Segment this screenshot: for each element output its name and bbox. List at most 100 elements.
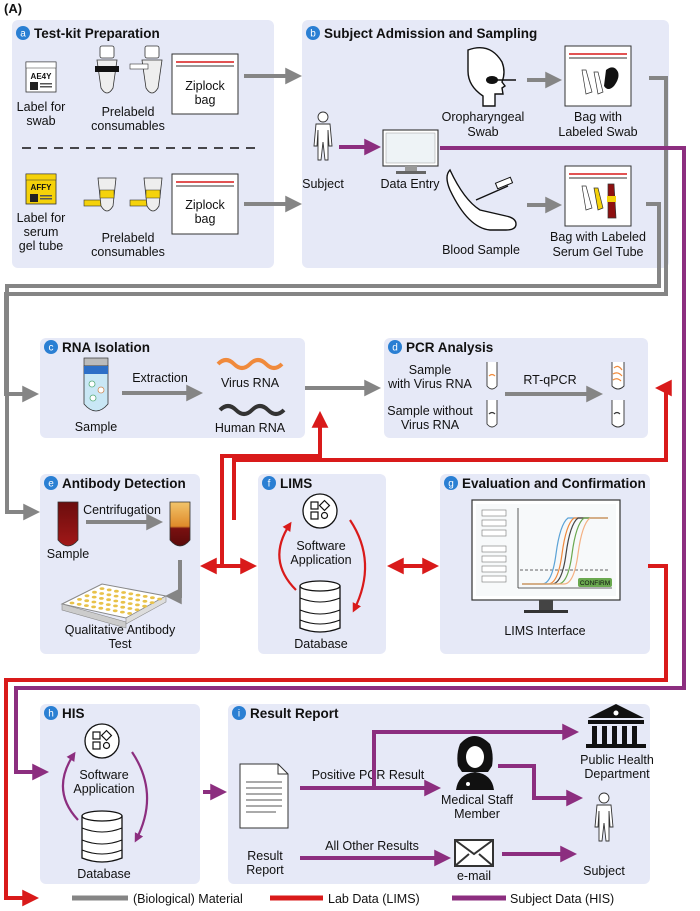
microplate-well: [120, 600, 126, 604]
ziplock-bag-icon-2: [171, 173, 239, 235]
serum-label-text-2: serum: [24, 225, 59, 239]
subject-text: Subject: [302, 177, 344, 191]
data-entry-monitor-icon: [382, 129, 439, 174]
serum-label-text-1: Label for: [17, 211, 66, 225]
microplate-well: [150, 596, 155, 600]
microplate-well: [157, 597, 163, 601]
title-g: Evaluation and Confirmation: [462, 476, 646, 491]
centrifugation-text: Centrifugation: [83, 503, 161, 517]
microplate-well: [127, 607, 133, 610]
public-health-building-icon: [586, 704, 646, 748]
microplate-well: [84, 599, 90, 603]
panel-c-title: c RNA Isolation: [44, 340, 150, 355]
swab-tube-icon: [95, 45, 163, 94]
sample-text-c: Sample: [75, 420, 117, 434]
lims-cycle-arrow-right: [349, 519, 367, 613]
bag-serum-text-1: Bag with Labeled: [550, 230, 646, 244]
his-database-icon: [81, 810, 123, 863]
microplate-well: [92, 590, 97, 594]
microplate-well: [105, 608, 111, 611]
microplate-well: [113, 604, 118, 608]
subject-person-icon: [313, 111, 333, 161]
microplate-well: [105, 603, 111, 606]
microplate-well: [113, 594, 119, 598]
blood-text: Blood Sample: [442, 243, 520, 257]
oropharyngeal-swab-icon: [467, 47, 516, 107]
panel-g-title: g Evaluation and Confirmation: [444, 476, 646, 491]
lims-app-icon: [302, 493, 338, 529]
lims-interface-monitor-icon: CONFIRM: [471, 499, 621, 613]
microplate-well: [76, 602, 82, 606]
virus-rna-text: Virus RNA: [221, 376, 280, 390]
bag-swab-text-2: Labeled Swab: [558, 125, 637, 139]
microplate-well: [127, 612, 132, 615]
microplate-well: [106, 593, 112, 597]
subject-data-arrows: [14, 138, 686, 867]
with-virus-text-1: Sample: [409, 363, 451, 377]
lims-interface-text: LIMS Interface: [504, 624, 585, 638]
panel-d: [384, 338, 648, 438]
microplate-well: [84, 604, 89, 607]
bag-swab-text-1: Bag with: [574, 110, 622, 124]
lims-database-icon: [299, 580, 341, 633]
legend-material-text: (Biological) Material: [133, 892, 243, 906]
human-rna-text: Human RNA: [215, 421, 286, 435]
microplate-well: [106, 588, 112, 592]
without-virus-text-2: Virus RNA: [401, 418, 460, 432]
ziplock-text-1: Ziplock: [185, 79, 225, 93]
swab-label-code: AE4Y: [31, 72, 53, 81]
his-app-icon: [84, 723, 120, 759]
his-app-text-2: Application: [73, 782, 134, 796]
microplate-well: [84, 594, 90, 598]
panel-h-title: h HIS: [44, 706, 85, 721]
microplate-well: [98, 601, 104, 605]
serum-tube-icon: [83, 177, 163, 212]
material-arrows: [4, 67, 668, 521]
swab-label-text-1: Label for: [17, 100, 66, 114]
without-virus-text-1: Sample without: [387, 404, 473, 418]
badge-i: i: [238, 709, 240, 720]
microplate-well: [120, 610, 125, 614]
his-database-text: Database: [77, 867, 131, 881]
lims-cycle-arrow-left: [278, 521, 297, 591]
badge-c: c: [49, 343, 54, 354]
microplate-well: [142, 599, 148, 603]
microplate-well: [99, 587, 105, 590]
panel-b-title: b Subject Admission and Sampling: [306, 26, 537, 41]
badge-h: h: [48, 709, 54, 720]
sample-tube-icon-c: [83, 357, 109, 412]
badge-d: d: [392, 343, 398, 354]
microplate-well: [106, 598, 111, 602]
serum-label-text-3: gel tube: [19, 239, 64, 253]
antibody-test-text-1: Qualitative Antibody: [65, 623, 176, 637]
rtqpcr-text: RT-qPCR: [523, 373, 576, 387]
ziplock-text-2: bag: [195, 93, 216, 107]
title-d: PCR Analysis: [406, 340, 493, 355]
legend: (Biological) Material Lab Data (LIMS) Su…: [72, 892, 614, 906]
confirm-text: CONFIRM: [580, 580, 610, 587]
title-i: Result Report: [250, 706, 339, 721]
email-text: e-mail: [457, 869, 491, 883]
virus-rna-icon: [216, 358, 284, 370]
panel-f-title: f LIMS: [262, 476, 312, 491]
microplate-well: [142, 595, 148, 598]
positive-result-text: Positive PCR Result: [312, 768, 425, 782]
data-entry-text: Data Entry: [380, 177, 440, 191]
bag-labeled-swab-icon: [564, 45, 632, 107]
blood-tube-icon: [57, 501, 79, 547]
badge-g: g: [448, 479, 454, 490]
lab-data-arrows: [4, 379, 672, 907]
microplate-well: [120, 596, 126, 599]
figure-label: (A): [4, 1, 22, 16]
consumables2-text-2: consumables: [91, 245, 165, 259]
consumables2-text-1: Prelabeld: [102, 231, 155, 245]
title-e: Antibody Detection: [62, 476, 186, 491]
serum-label-code: AFFY: [31, 183, 53, 192]
panel-h: [40, 704, 200, 884]
microplate-well: [77, 598, 82, 601]
microplate-well: [134, 608, 140, 612]
microplate-well: [128, 597, 133, 601]
human-rna-icon: [218, 404, 286, 416]
title-c: RNA Isolation: [62, 340, 150, 355]
